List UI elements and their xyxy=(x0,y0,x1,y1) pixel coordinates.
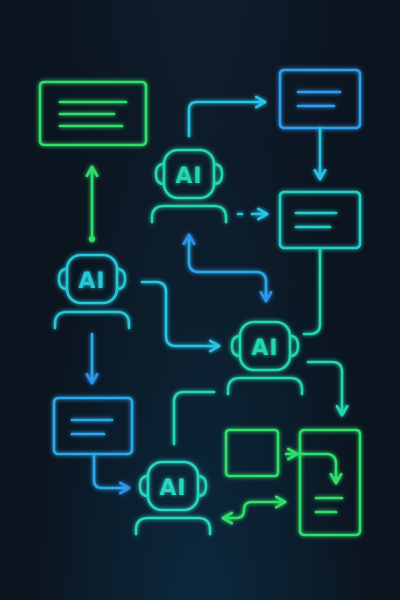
robot-head-icon xyxy=(146,460,200,512)
robot-head-icon xyxy=(162,148,216,200)
robot-ear-icon xyxy=(154,162,166,186)
robot-shoulders xyxy=(226,376,304,396)
doc-box-middle-right xyxy=(278,190,362,250)
robot-shoulders xyxy=(134,516,212,536)
connector-bottom-agent-to-middle-agent xyxy=(172,390,216,446)
robot-shoulders xyxy=(150,204,228,224)
doc-box-top-right xyxy=(278,68,362,130)
robot-ear-icon xyxy=(212,162,224,186)
square-box-bottom xyxy=(224,428,280,478)
connector-top-agent-to-middle-agent xyxy=(182,233,273,303)
doc-box-bottom-left xyxy=(52,396,134,456)
connector-left-agent-to-top-doc xyxy=(85,165,99,243)
robot-ear-icon xyxy=(288,334,300,358)
connector-dot xyxy=(88,235,96,243)
robot-ear-icon xyxy=(115,267,127,291)
agent-label: AI xyxy=(175,164,202,189)
connector-bottom-agent-to-tall-doc xyxy=(221,495,287,525)
connector-bottom-doc-to-bottom-agent xyxy=(92,452,131,495)
robot-head-icon xyxy=(238,320,292,372)
ai-agent-left: AI xyxy=(53,253,131,330)
robot-shoulders xyxy=(53,310,131,330)
connector-middle-agent-to-tall-doc xyxy=(306,360,349,417)
tall-doc-box-bottom-right xyxy=(298,428,362,537)
robot-ear-icon xyxy=(230,334,242,358)
ai-agent-top: AI xyxy=(150,148,228,224)
connector-middle-doc-to-middle-agent xyxy=(302,246,322,336)
connector-left-agent-to-middle-agent xyxy=(140,280,221,353)
ai-agent-middle: AI xyxy=(226,320,304,396)
robot-ear-icon xyxy=(138,474,150,498)
doc-box-top-left xyxy=(38,80,148,147)
robot-ear-icon xyxy=(196,474,208,498)
robot-ear-icon xyxy=(57,267,69,291)
connector-square-box-to-tall-doc xyxy=(284,447,343,485)
agent-label: AI xyxy=(78,269,105,294)
ai-agent-bottom: AI xyxy=(134,460,212,536)
agent-label: AI xyxy=(251,336,278,361)
robot-head-icon xyxy=(65,253,119,305)
connector-top-agent-to-top-doc xyxy=(187,95,267,138)
agent-label: AI xyxy=(159,476,186,501)
